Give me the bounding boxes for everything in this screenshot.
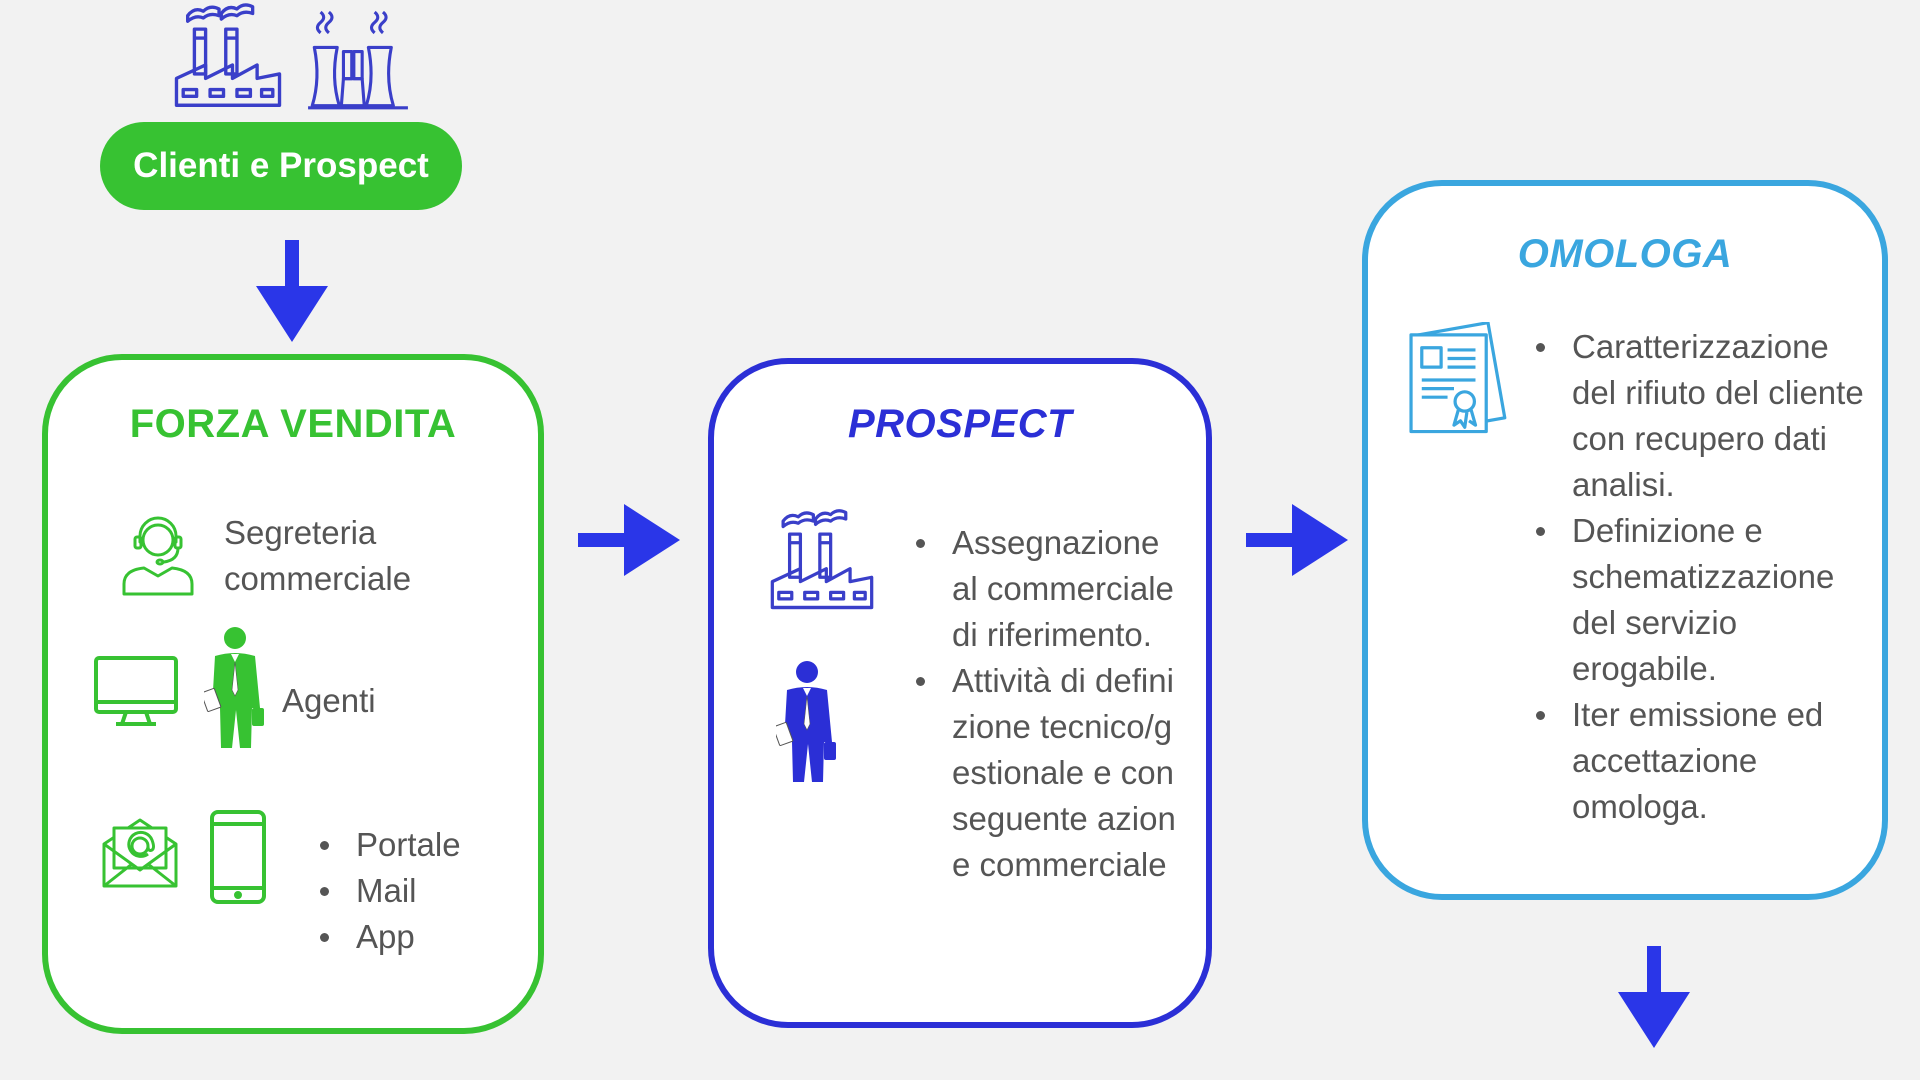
list-item: Definizione e schematizzazione del servi… (1530, 508, 1870, 692)
list-item: Assegnazione al commerciale di riferimen… (910, 520, 1190, 658)
list-item: Attività di definizione tecnico/gestiona… (910, 658, 1190, 888)
prospect-bullets: Assegnazione al commerciale di riferimen… (910, 520, 1190, 888)
businessman-icon (204, 626, 266, 756)
smartphone-icon (210, 810, 266, 904)
omologa-box: OMOLOGA Caratterizzazione del rifiuto de… (1362, 180, 1888, 900)
arrow-right-icon (578, 504, 680, 576)
prospect-title: PROSPECT (847, 402, 1073, 446)
businessman-icon (776, 660, 838, 790)
arrow-right-icon (1246, 504, 1348, 576)
omologa-title: OMOLOGA (1517, 232, 1733, 276)
list-item: App (314, 914, 514, 960)
forza-vendita-box: FORZA VENDITA Segreteria commerciale (42, 354, 544, 1034)
list-item: Caratterizzazione del rifiuto del client… (1530, 324, 1870, 508)
omologa-bullets: Caratterizzazione del rifiuto del client… (1530, 324, 1870, 830)
arrow-down-icon (1618, 946, 1690, 1048)
agenti-label: Agenti (282, 682, 376, 719)
certificate-icon (1400, 322, 1508, 438)
segreteria-commerciale-label: Segreteria commerciale (224, 514, 412, 597)
call-center-operator-icon (118, 514, 198, 598)
list-item: Mail (314, 868, 514, 914)
email-envelope-icon (102, 816, 178, 888)
prospect-box: PROSPECT Assegnazione al commerciale di … (708, 358, 1212, 1028)
list-item: Iter emissione ed accettazione omologa. (1530, 692, 1870, 830)
factory-icon (172, 0, 284, 112)
power-plant-icon (306, 10, 410, 114)
desktop-monitor-icon (94, 656, 178, 728)
list-item: Portale (314, 822, 514, 868)
factory-icon (768, 506, 876, 614)
forza-vendita-title: FORZA VENDITA (129, 402, 457, 446)
clienti-prospect-pill: Clienti e Prospect (100, 122, 462, 210)
arrow-down-icon (256, 240, 328, 342)
channels-list: Portale Mail App (314, 822, 514, 960)
